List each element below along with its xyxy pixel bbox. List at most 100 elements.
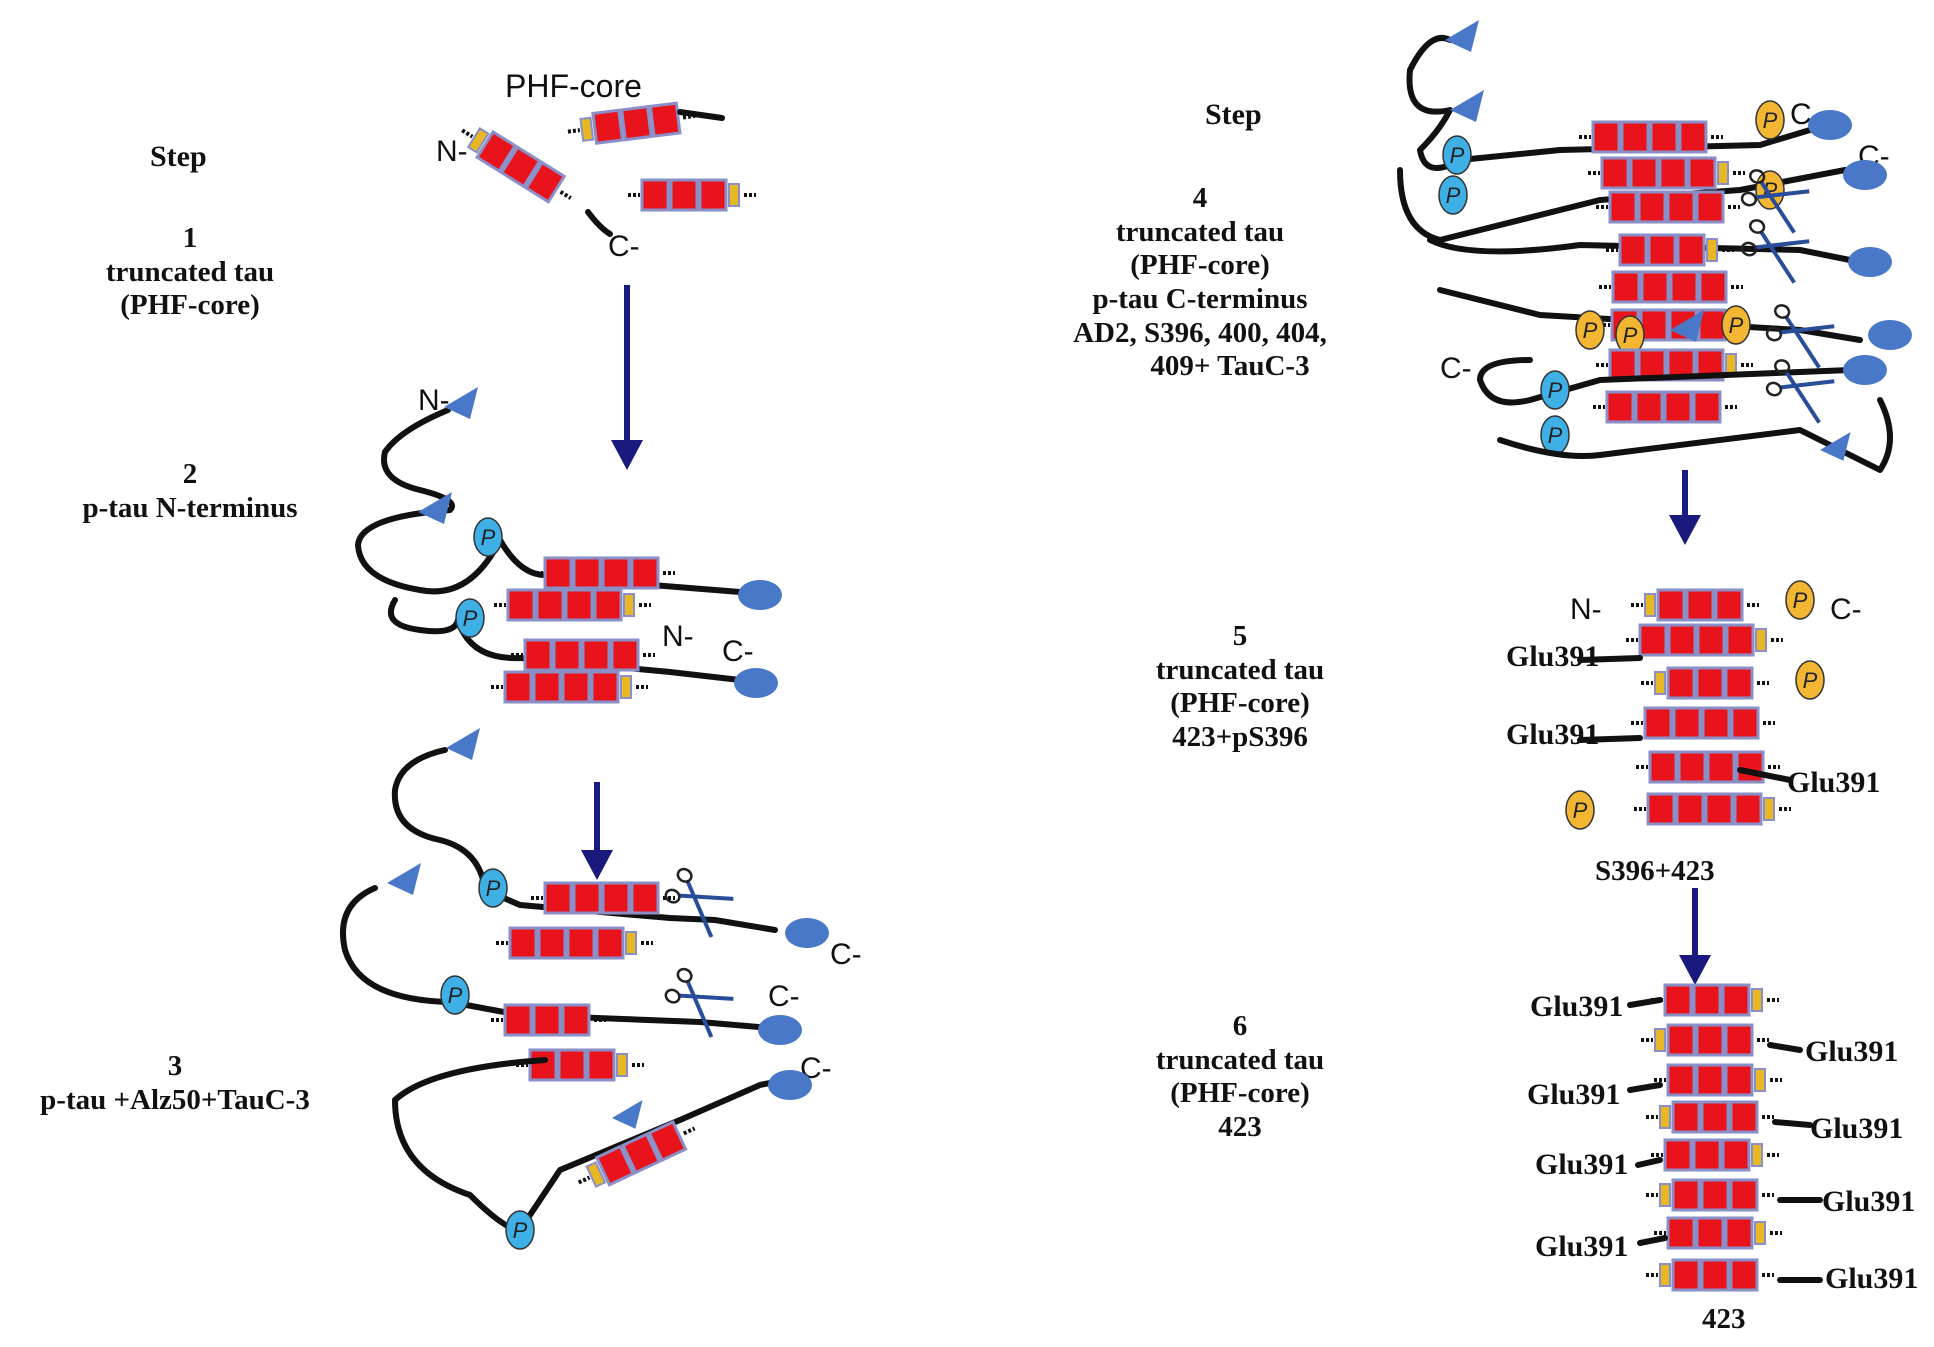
terminal-ellipse <box>1843 355 1887 385</box>
insert-domain <box>1706 238 1718 262</box>
repeat-domain <box>1637 190 1667 224</box>
repeat-domain <box>1692 1138 1722 1172</box>
terminal-ellipse <box>785 918 829 948</box>
repeat-domain <box>1730 706 1760 740</box>
insert-domain <box>585 1161 607 1188</box>
phospho-ellipse <box>1721 305 1751 345</box>
scissors-icon <box>664 867 734 938</box>
repeat-domain <box>535 588 565 622</box>
repeat-domain <box>594 1144 636 1187</box>
repeat-domain <box>552 638 582 672</box>
tau-chain <box>585 209 613 237</box>
repeat-domain <box>601 556 631 590</box>
step-1-line-1: truncated tau <box>105 255 275 288</box>
repeat-domain <box>586 1048 616 1082</box>
arrow-head <box>611 440 643 470</box>
arrow-head <box>581 850 613 880</box>
insert-domain <box>1751 1143 1763 1167</box>
phospho-ellipse <box>1438 175 1468 215</box>
repeat-domain <box>1697 308 1727 342</box>
step-4-line-3: p-tau C-terminus <box>1092 282 1308 315</box>
repeat-domain-block <box>531 881 675 915</box>
right-step-header: Step <box>1205 98 1262 131</box>
phospho-letter: P <box>486 876 501 901</box>
tau-chain <box>1772 1119 1813 1128</box>
insert-domain <box>1717 161 1729 185</box>
scissors-blade <box>1780 324 1835 335</box>
step-2-line-1: p-tau N-terminus <box>82 491 298 524</box>
phospho-ellipse <box>1575 310 1605 350</box>
step-1-line-2: (PHF-core) <box>120 289 260 322</box>
repeat-domain-block <box>491 1003 606 1037</box>
phospho-icon: P <box>1540 370 1570 410</box>
repeat-domain <box>1663 390 1693 424</box>
repeat-domain <box>1676 233 1706 267</box>
glu391-label: Glu391 <box>1535 1230 1629 1263</box>
repeat-domain <box>1667 623 1697 657</box>
repeat-domain <box>593 588 623 622</box>
repeat-domain <box>1591 120 1621 154</box>
repeat-domain-block <box>1596 190 1740 224</box>
repeat-domain <box>1605 390 1635 424</box>
scissors-ring <box>1774 359 1791 374</box>
step-4-line-5: 409+ TauC-3 <box>1150 350 1310 383</box>
phospho-icon: P <box>1438 175 1468 215</box>
tau-chain <box>1477 357 1853 406</box>
chain-dots <box>559 190 572 200</box>
scissors-ring <box>1740 191 1758 207</box>
repeat-domain <box>1678 120 1708 154</box>
scissors-blade <box>1755 189 1810 200</box>
phospho-letter: P <box>448 983 463 1008</box>
insert-domain <box>1659 1105 1671 1129</box>
phospho-icon: P <box>1575 310 1605 350</box>
tau-chain <box>387 597 743 683</box>
scissors-blade <box>679 893 734 901</box>
glu391-label: Glu391 <box>1787 766 1881 799</box>
scissors-icon <box>1740 219 1810 284</box>
tau-chain <box>1637 1235 1668 1246</box>
phospho-letter: P <box>1793 588 1808 613</box>
repeat-domain <box>1638 623 1668 657</box>
repeat-domain-block <box>1626 623 1783 657</box>
phospho-ellipse <box>1785 580 1815 620</box>
repeat-domain <box>1666 666 1696 700</box>
scissors-blade <box>1780 379 1835 390</box>
repeat-domain <box>601 881 631 915</box>
repeat-domain <box>1629 156 1659 190</box>
phospho-letter: P <box>1623 323 1638 348</box>
tau-chain <box>1767 1042 1803 1053</box>
repeat-domain-block <box>516 1048 644 1082</box>
phospho-ellipse <box>1442 135 1472 175</box>
c-terminus-label: C- <box>768 980 800 1013</box>
repeat-domain-block <box>1651 1138 1779 1172</box>
repeat-domain <box>1706 750 1736 784</box>
repeat-domain <box>1692 390 1722 424</box>
repeat-domain <box>595 926 625 960</box>
scissors-icon <box>664 967 734 1038</box>
phospho-ellipse <box>455 598 485 638</box>
glu391-label: Glu391 <box>1822 1185 1916 1218</box>
c-terminus-label: C- <box>608 230 640 263</box>
repeat-domain <box>1695 1063 1725 1097</box>
repeat-domain <box>1714 588 1744 622</box>
insert-domain <box>1654 671 1666 695</box>
terminal-ellipse <box>1808 110 1852 140</box>
antibody-triangle-icon <box>387 863 421 895</box>
insert-domain <box>1644 593 1656 617</box>
n-terminus-label: N- <box>436 135 468 168</box>
arrow-head <box>1669 515 1701 545</box>
repeat-domain <box>630 556 660 590</box>
phospho-letter: P <box>513 1218 528 1243</box>
tau-chain <box>1737 767 1793 783</box>
repeat-domain <box>1640 270 1670 304</box>
repeat-domain <box>1671 1100 1701 1134</box>
repeat-domain <box>1656 588 1686 622</box>
insert-domain <box>1754 1221 1766 1245</box>
repeat-domain <box>572 556 602 590</box>
glu391-label: Glu391 <box>1527 1078 1621 1111</box>
repeat-domain <box>1695 190 1725 224</box>
terminal-ellipse <box>734 668 778 698</box>
antibody-triangle-icon <box>1670 310 1704 342</box>
repeat-domain <box>620 105 653 142</box>
c-terminus-label: C- <box>722 635 754 668</box>
